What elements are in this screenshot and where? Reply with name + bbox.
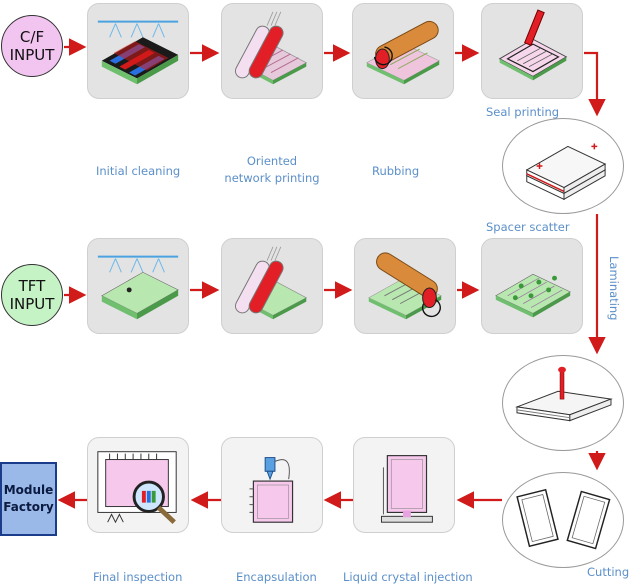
spacer-scatter-step bbox=[502, 118, 624, 214]
label-rubbing: Rubbing bbox=[372, 164, 420, 178]
magnifier-inspection-icon bbox=[97, 451, 177, 524]
seal-dispense-icon bbox=[498, 9, 568, 81]
module-line1: Module bbox=[3, 483, 54, 497]
cf-cleaning-step bbox=[87, 3, 189, 99]
label-spacer-scatter: Spacer scatter bbox=[486, 220, 570, 234]
inspection-step bbox=[87, 437, 189, 533]
cf-printing-step bbox=[221, 3, 323, 99]
label-final-inspection: Final inspection bbox=[93, 570, 183, 584]
label-lc-injection: Liquid crystal injection bbox=[343, 570, 473, 584]
cf-rubbing-step bbox=[352, 3, 454, 99]
rubbing-roller-icon bbox=[366, 20, 440, 85]
label-laminating: Laminating bbox=[607, 256, 621, 321]
label-oriented-line2: network printing bbox=[224, 171, 320, 185]
roller-printing-icon bbox=[234, 246, 308, 320]
cf-input-line2: INPUT bbox=[9, 46, 55, 64]
label-seal-printing: Seal printing bbox=[486, 105, 560, 119]
spray-cleaning-icon bbox=[97, 255, 179, 320]
cutting-step bbox=[502, 472, 624, 568]
label-cutting: Cutting bbox=[587, 565, 630, 579]
spacer-dots-icon bbox=[495, 273, 571, 318]
label-oriented-printing: Oriented network printing bbox=[217, 153, 327, 187]
encapsulation-step bbox=[221, 437, 323, 533]
cut-panels-icon bbox=[516, 488, 611, 550]
roller-printing-icon bbox=[234, 11, 308, 85]
label-initial-cleaning: Initial cleaning bbox=[96, 164, 181, 178]
tft-printing-step bbox=[221, 238, 323, 334]
encapsulation-icon bbox=[249, 457, 294, 523]
lc-injection-icon bbox=[380, 455, 433, 523]
module-line2: Factory bbox=[3, 500, 54, 514]
laminate-press-icon bbox=[515, 366, 613, 422]
tft-input-line1: TFT bbox=[18, 277, 46, 295]
cf-input-line1: C/F bbox=[19, 28, 45, 46]
label-oriented-line1: Oriented bbox=[246, 154, 298, 168]
laminating-step bbox=[502, 355, 624, 451]
label-encapsulation: Encapsulation bbox=[236, 570, 317, 584]
rubbing-roller-icon bbox=[368, 252, 442, 320]
tft-cleaning-step bbox=[87, 238, 189, 334]
spacer-stack-icon bbox=[525, 143, 607, 201]
tft-spacer-step bbox=[481, 238, 583, 334]
lc-injection-step bbox=[353, 437, 455, 533]
tft-rubbing-step bbox=[354, 238, 456, 334]
cf-seal-step bbox=[481, 3, 583, 99]
arrow-seal-to-spacer bbox=[584, 51, 606, 117]
tft-input-line2: INPUT bbox=[9, 295, 55, 313]
spray-cleaning-icon bbox=[97, 20, 179, 85]
